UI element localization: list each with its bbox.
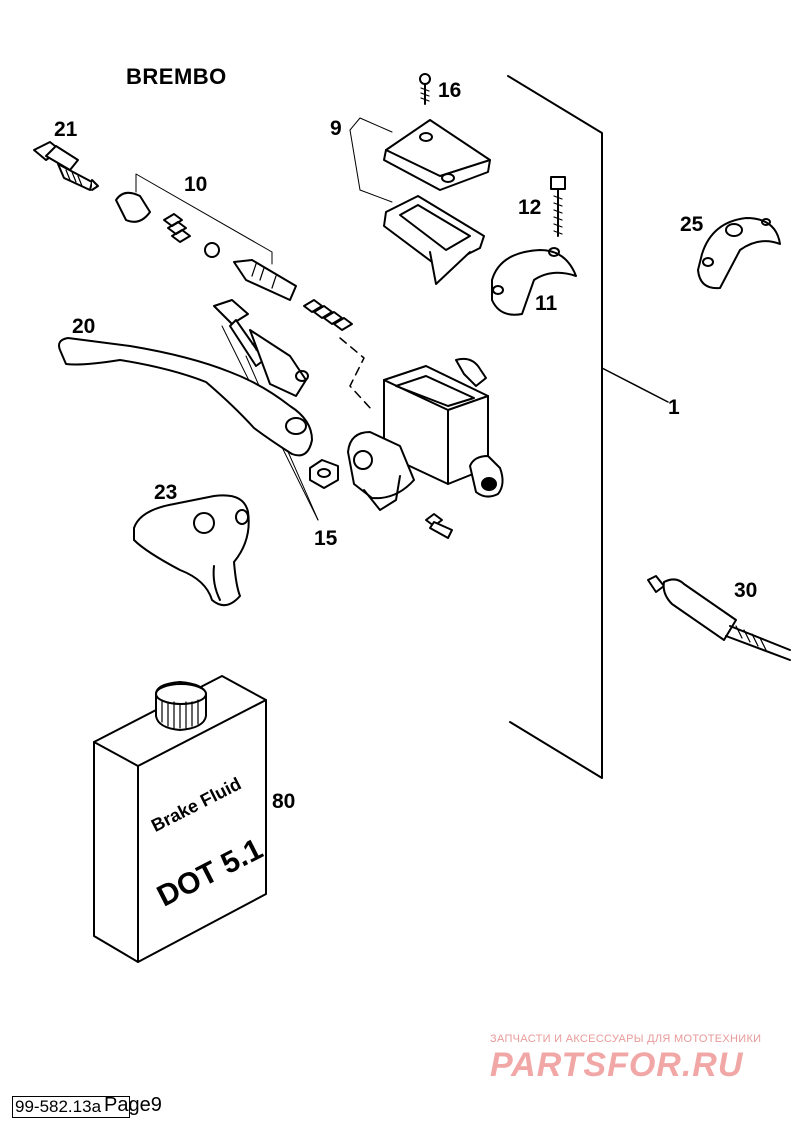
clamp-11 [491, 247, 577, 316]
callout-15: 15 [314, 527, 338, 550]
screw-16 [419, 73, 431, 105]
brake-fluid-can-80 [93, 675, 267, 963]
hose-end-30 [647, 575, 791, 661]
brake-lever-20 [58, 329, 313, 457]
footer-code: 99-582.13a [12, 1096, 131, 1118]
watermark-tagline: ЗАПЧАСТИ И АКСЕССУАРЫ ДЛЯ МОТОТЕХНИКИ [490, 1033, 762, 1045]
callout-1: 1 [668, 396, 680, 419]
callout-23: 23 [154, 481, 178, 504]
callout-9: 9 [330, 117, 342, 140]
brand-title: BREMBO [126, 64, 227, 89]
callout-20: 20 [72, 315, 96, 338]
assembly-bracket-1 [507, 75, 669, 779]
callout-25: 25 [680, 213, 704, 236]
lever-guard-23 [133, 494, 250, 607]
bolt-12 [550, 176, 566, 237]
master-cylinder-body [347, 357, 504, 511]
callout-11: 11 [535, 292, 558, 315]
callout-10: 10 [184, 173, 208, 196]
callout-21: 21 [54, 118, 78, 141]
bleed-screw-21 [33, 141, 99, 191]
callout-80: 80 [272, 790, 296, 813]
clamp-25 [697, 217, 781, 290]
callout-16: 16 [438, 79, 462, 102]
small-screw [425, 513, 453, 539]
piston-kit-10 [115, 173, 353, 331]
reservoir-cover-9 [349, 117, 491, 285]
callout-30: 30 [734, 579, 758, 602]
callout-12: 12 [518, 196, 542, 219]
watermark-logo: PARTSFOR.RU [490, 1046, 744, 1084]
nut-15 [309, 459, 339, 489]
assembly-axis-line [339, 337, 373, 411]
footer-page: Page9 [104, 1094, 162, 1116]
